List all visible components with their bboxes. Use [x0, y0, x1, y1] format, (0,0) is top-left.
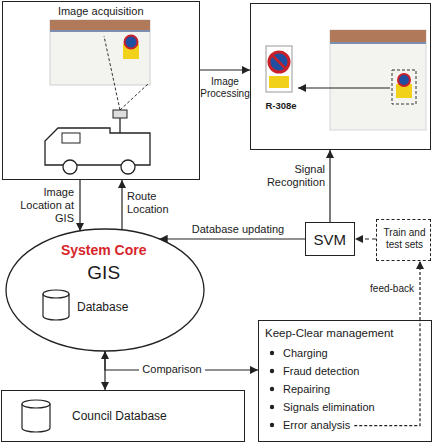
node-title: Image acquisition	[3, 5, 198, 18]
database-icon	[22, 400, 50, 432]
stage-box: Image acquisition	[2, 1, 200, 180]
core-ellipse: System CoreGIS Database	[5, 228, 205, 352]
connector-arrow	[200, 69, 250, 70]
node-text: Fraud detection	[283, 365, 359, 378]
connector-arrow	[355, 238, 376, 239]
node-text: Repairing	[283, 383, 330, 396]
node-title: R-308e	[259, 100, 303, 111]
edge-label: Database updating	[186, 223, 290, 236]
data-box: Train and test sets	[376, 219, 431, 261]
node-title: Train and test sets	[379, 227, 430, 251]
edge-label: Signal Recognition	[257, 163, 325, 189]
node-text: GIS	[5, 262, 202, 285]
node-text: Signals elimination	[283, 401, 375, 414]
detected-sign	[266, 46, 292, 92]
wall-photo	[50, 20, 150, 85]
crop-arrow	[298, 87, 390, 88]
database-icon	[43, 290, 69, 320]
edge-label: Image Processing	[198, 76, 252, 100]
node-text: Charging	[283, 347, 328, 360]
node-title: Keep-Clear management	[265, 327, 394, 341]
stage-box: R-308e	[250, 3, 431, 150]
edge-label: Comparison	[139, 363, 204, 376]
node-title: Council Database	[72, 409, 167, 423]
connector-arrow	[79, 180, 80, 231]
sight-lines	[104, 36, 148, 110]
ellipse-shape	[6, 229, 204, 351]
edge-label: Image Location at GIS	[16, 186, 74, 226]
node-title: SVM	[306, 231, 353, 249]
connector-arrow	[159, 238, 305, 239]
edge-label: Route Location	[127, 190, 187, 216]
connector-arrow	[329, 150, 330, 222]
node-text: Database	[77, 300, 128, 314]
bullet-dots	[270, 351, 274, 427]
connector-arrow	[121, 180, 122, 230]
node-text: Error analysis	[283, 419, 350, 432]
edge-label: feed-back	[356, 283, 414, 295]
process-box: SVM	[305, 222, 355, 256]
van-icon	[45, 110, 150, 174]
connector-arrow	[419, 261, 420, 320]
database-box: Council Database	[1, 390, 245, 442]
management-box: Keep-Clear managementChargingFraud detec…	[258, 320, 432, 442]
node-title: System Core	[5, 242, 202, 259]
street-photo	[330, 30, 426, 130]
